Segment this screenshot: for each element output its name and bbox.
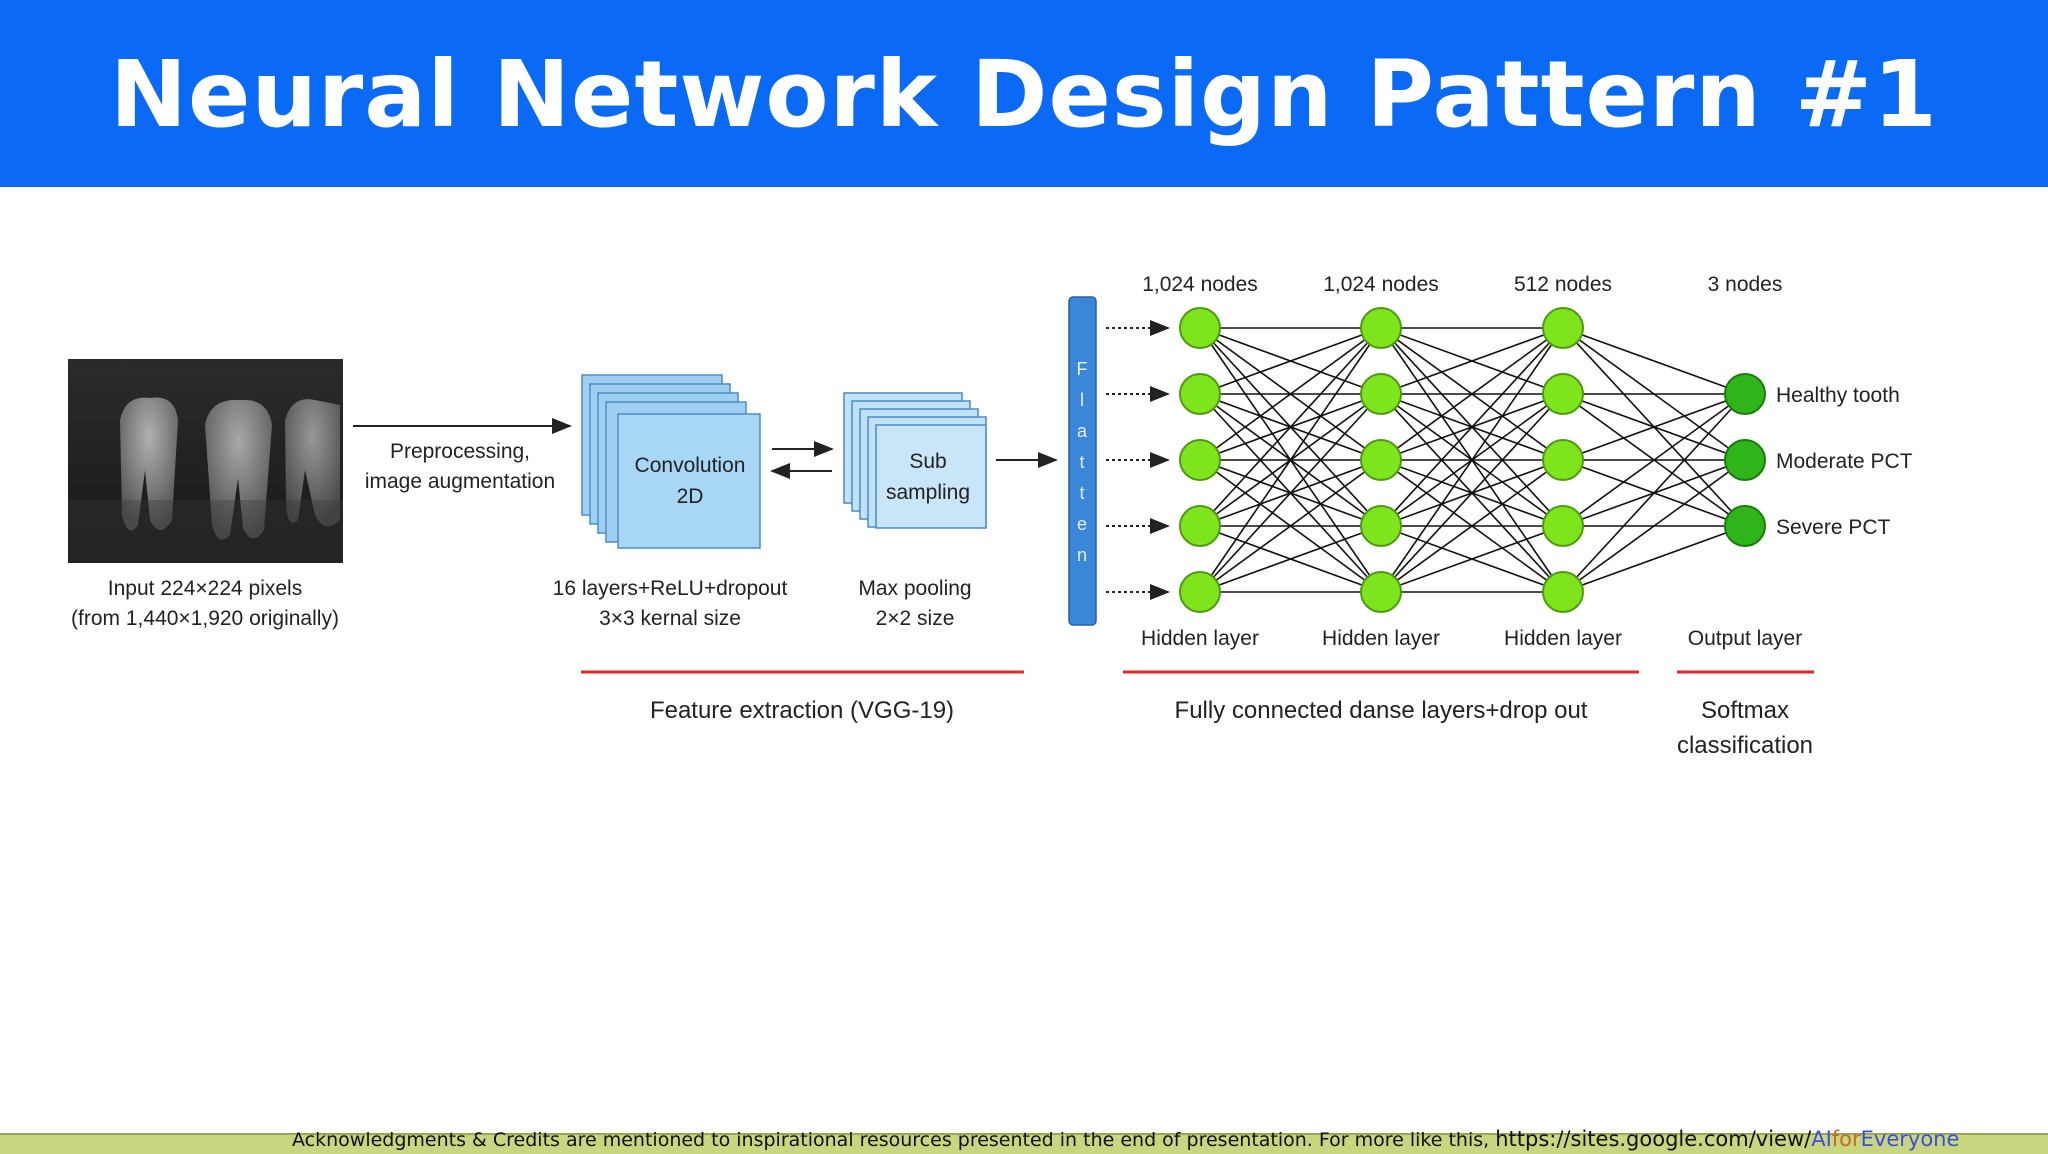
softmax-label-1: Softmax bbox=[1701, 697, 1789, 724]
layer-3-nodes-label: 512 nodes bbox=[1514, 273, 1612, 296]
connection-edge bbox=[1562, 393, 1746, 461]
flatten-letter: a bbox=[1077, 421, 1088, 441]
convolution-label-2: 2D bbox=[677, 485, 704, 508]
footer-url-ai: AI bbox=[1811, 1127, 1832, 1151]
hidden-node bbox=[1360, 307, 1402, 349]
output-node bbox=[1724, 505, 1766, 547]
flatten-letter: t bbox=[1079, 452, 1084, 472]
layer-2-type-label: Hidden layer bbox=[1322, 627, 1440, 650]
feature-extraction-label: Feature extraction (VGG-19) bbox=[650, 697, 954, 724]
connection-edge bbox=[1562, 459, 1746, 593]
connection-edge bbox=[1562, 393, 1746, 593]
convolution-label-1: Convolution bbox=[635, 454, 746, 477]
preprocess-label-1: Preprocessing, bbox=[390, 440, 530, 463]
connection-edge bbox=[1562, 393, 1746, 527]
flatten-letter: l bbox=[1080, 390, 1084, 410]
connection-edge bbox=[1380, 327, 1564, 527]
hidden-node bbox=[1179, 571, 1221, 613]
connection-edge bbox=[1199, 327, 1382, 593]
convolution-stack bbox=[581, 374, 761, 549]
connection-edge bbox=[1199, 327, 1382, 527]
hidden-node bbox=[1360, 373, 1402, 415]
flatten-letter: e bbox=[1077, 514, 1087, 534]
title-bar bbox=[0, 0, 2048, 187]
convolution-caption-1: 16 layers+ReLU+dropout bbox=[553, 577, 788, 600]
hidden-node bbox=[1542, 307, 1584, 349]
subsampling-label-1: Sub bbox=[909, 450, 946, 473]
connection-edge bbox=[1199, 459, 1382, 593]
hidden-node bbox=[1360, 505, 1402, 547]
connection-edge bbox=[1562, 327, 1746, 395]
output-label-healthy: Healthy tooth bbox=[1776, 384, 1900, 407]
hidden-node bbox=[1542, 505, 1584, 547]
layer-3-type-label: Hidden layer bbox=[1504, 627, 1622, 650]
subsampling-label-2: sampling bbox=[886, 481, 970, 504]
connection-edge bbox=[1562, 525, 1746, 593]
fully-connected-label: Fully connected danse layers+drop out bbox=[1175, 697, 1588, 724]
subsampling-caption-2: 2×2 size bbox=[876, 607, 955, 630]
connection-edge bbox=[1199, 525, 1382, 593]
footer-url-for: for bbox=[1831, 1127, 1861, 1151]
layer-2-nodes-label: 1,024 nodes bbox=[1323, 273, 1439, 296]
flatten-bar bbox=[1068, 296, 1097, 626]
connection-edge bbox=[1380, 393, 1564, 593]
hidden-node bbox=[1179, 373, 1221, 415]
output-type-label: Output layer bbox=[1688, 627, 1802, 650]
output-label-severe: Severe PCT bbox=[1776, 516, 1891, 539]
output-node bbox=[1724, 373, 1766, 415]
hidden-node bbox=[1179, 307, 1221, 349]
xray-input-image bbox=[68, 359, 343, 563]
flatten-letter: F bbox=[1077, 359, 1088, 379]
hidden-node bbox=[1360, 571, 1402, 613]
hidden-node bbox=[1179, 505, 1221, 547]
output-node bbox=[1724, 439, 1766, 481]
hidden-node bbox=[1542, 373, 1584, 415]
preprocess-label-2: image augmentation bbox=[365, 470, 555, 493]
hidden-node bbox=[1360, 439, 1402, 481]
input-caption-2: (from 1,440×1,920 originally) bbox=[71, 607, 339, 630]
connection-edge bbox=[1380, 327, 1564, 593]
connection-edge bbox=[1199, 327, 1382, 395]
footer-credits-text: Acknowledgments & Credits are mentioned … bbox=[292, 1129, 1496, 1151]
hidden-node bbox=[1179, 439, 1221, 481]
connection-edge bbox=[1199, 327, 1382, 461]
hidden-node bbox=[1542, 571, 1584, 613]
flatten-letter: n bbox=[1077, 545, 1087, 565]
flatten-letter: t bbox=[1079, 483, 1084, 503]
footer-url-everyone: Everyone bbox=[1860, 1127, 1960, 1151]
footer-link[interactable]: https://sites.google.com/view/AIforEvery… bbox=[1495, 1127, 1959, 1151]
output-label-moderate: Moderate PCT bbox=[1776, 450, 1913, 473]
network-connections bbox=[1199, 327, 1746, 593]
subsampling-caption-1: Max pooling bbox=[858, 577, 971, 600]
connection-edge bbox=[1199, 393, 1382, 593]
footer-bar bbox=[0, 1133, 2048, 1154]
footer-url-prefix: https://sites.google.com/view/ bbox=[1495, 1127, 1812, 1151]
connection-edge bbox=[1380, 327, 1564, 395]
connection-edge bbox=[1380, 459, 1564, 593]
output-nodes-label: 3 nodes bbox=[1708, 273, 1783, 296]
footer-credits: Acknowledgments & Credits are mentioned … bbox=[292, 1127, 1959, 1151]
network-nodes bbox=[1179, 307, 1766, 613]
hidden-node bbox=[1542, 439, 1584, 481]
connection-edge bbox=[1380, 525, 1564, 593]
layer-1-nodes-label: 1,024 nodes bbox=[1142, 273, 1258, 296]
connection-edge bbox=[1380, 327, 1564, 461]
flatten-input-arrows bbox=[1106, 320, 1170, 600]
softmax-label-2: classification bbox=[1677, 732, 1813, 759]
slide-title: Neural Network Design Pattern #1 bbox=[110, 41, 1938, 148]
layer-1-type-label: Hidden layer bbox=[1141, 627, 1259, 650]
convolution-caption-2: 3×3 kernal size bbox=[599, 607, 741, 630]
input-caption-1: Input 224×224 pixels bbox=[108, 577, 302, 600]
subsampling-stack bbox=[843, 392, 987, 529]
